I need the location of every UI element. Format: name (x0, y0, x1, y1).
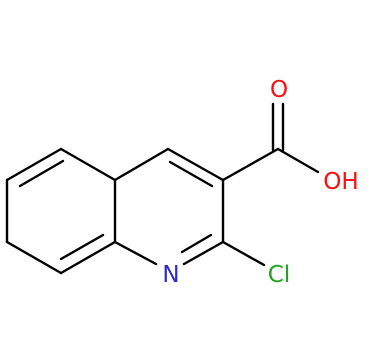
bond-c4-c3-inner (168, 160, 214, 188)
bond-c2-n-upper (182, 240, 225, 266)
nitrogen-label: N (162, 262, 179, 288)
bond-c3-ccarboxyl (221, 147, 280, 182)
bond-c2-cl (221, 240, 266, 267)
chlorine-label: Cl (268, 262, 290, 288)
hydroxyl-label: OH (323, 169, 358, 195)
benzene-ring (5, 147, 117, 275)
bond-n-c8a (113, 240, 158, 266)
bond-c6-c7 (59, 147, 117, 182)
bond-c8a-c8-inner (59, 233, 105, 261)
bond-c8-c7b (5, 240, 63, 275)
pyridine-ring (113, 147, 225, 266)
bond-c8a-c8 (59, 240, 117, 275)
bond-c-oh (276, 147, 320, 174)
bond-c5-c6 (5, 147, 63, 182)
bond-c4-c3 (166, 147, 225, 182)
bond-c2-n-lower (180, 233, 213, 254)
carboxylic-acid-group (221, 102, 320, 182)
bond-c4a-c4 (113, 147, 170, 182)
carbonyl-oxygen-label: O (270, 77, 288, 103)
bond-c5-c6-inner (18, 159, 65, 188)
